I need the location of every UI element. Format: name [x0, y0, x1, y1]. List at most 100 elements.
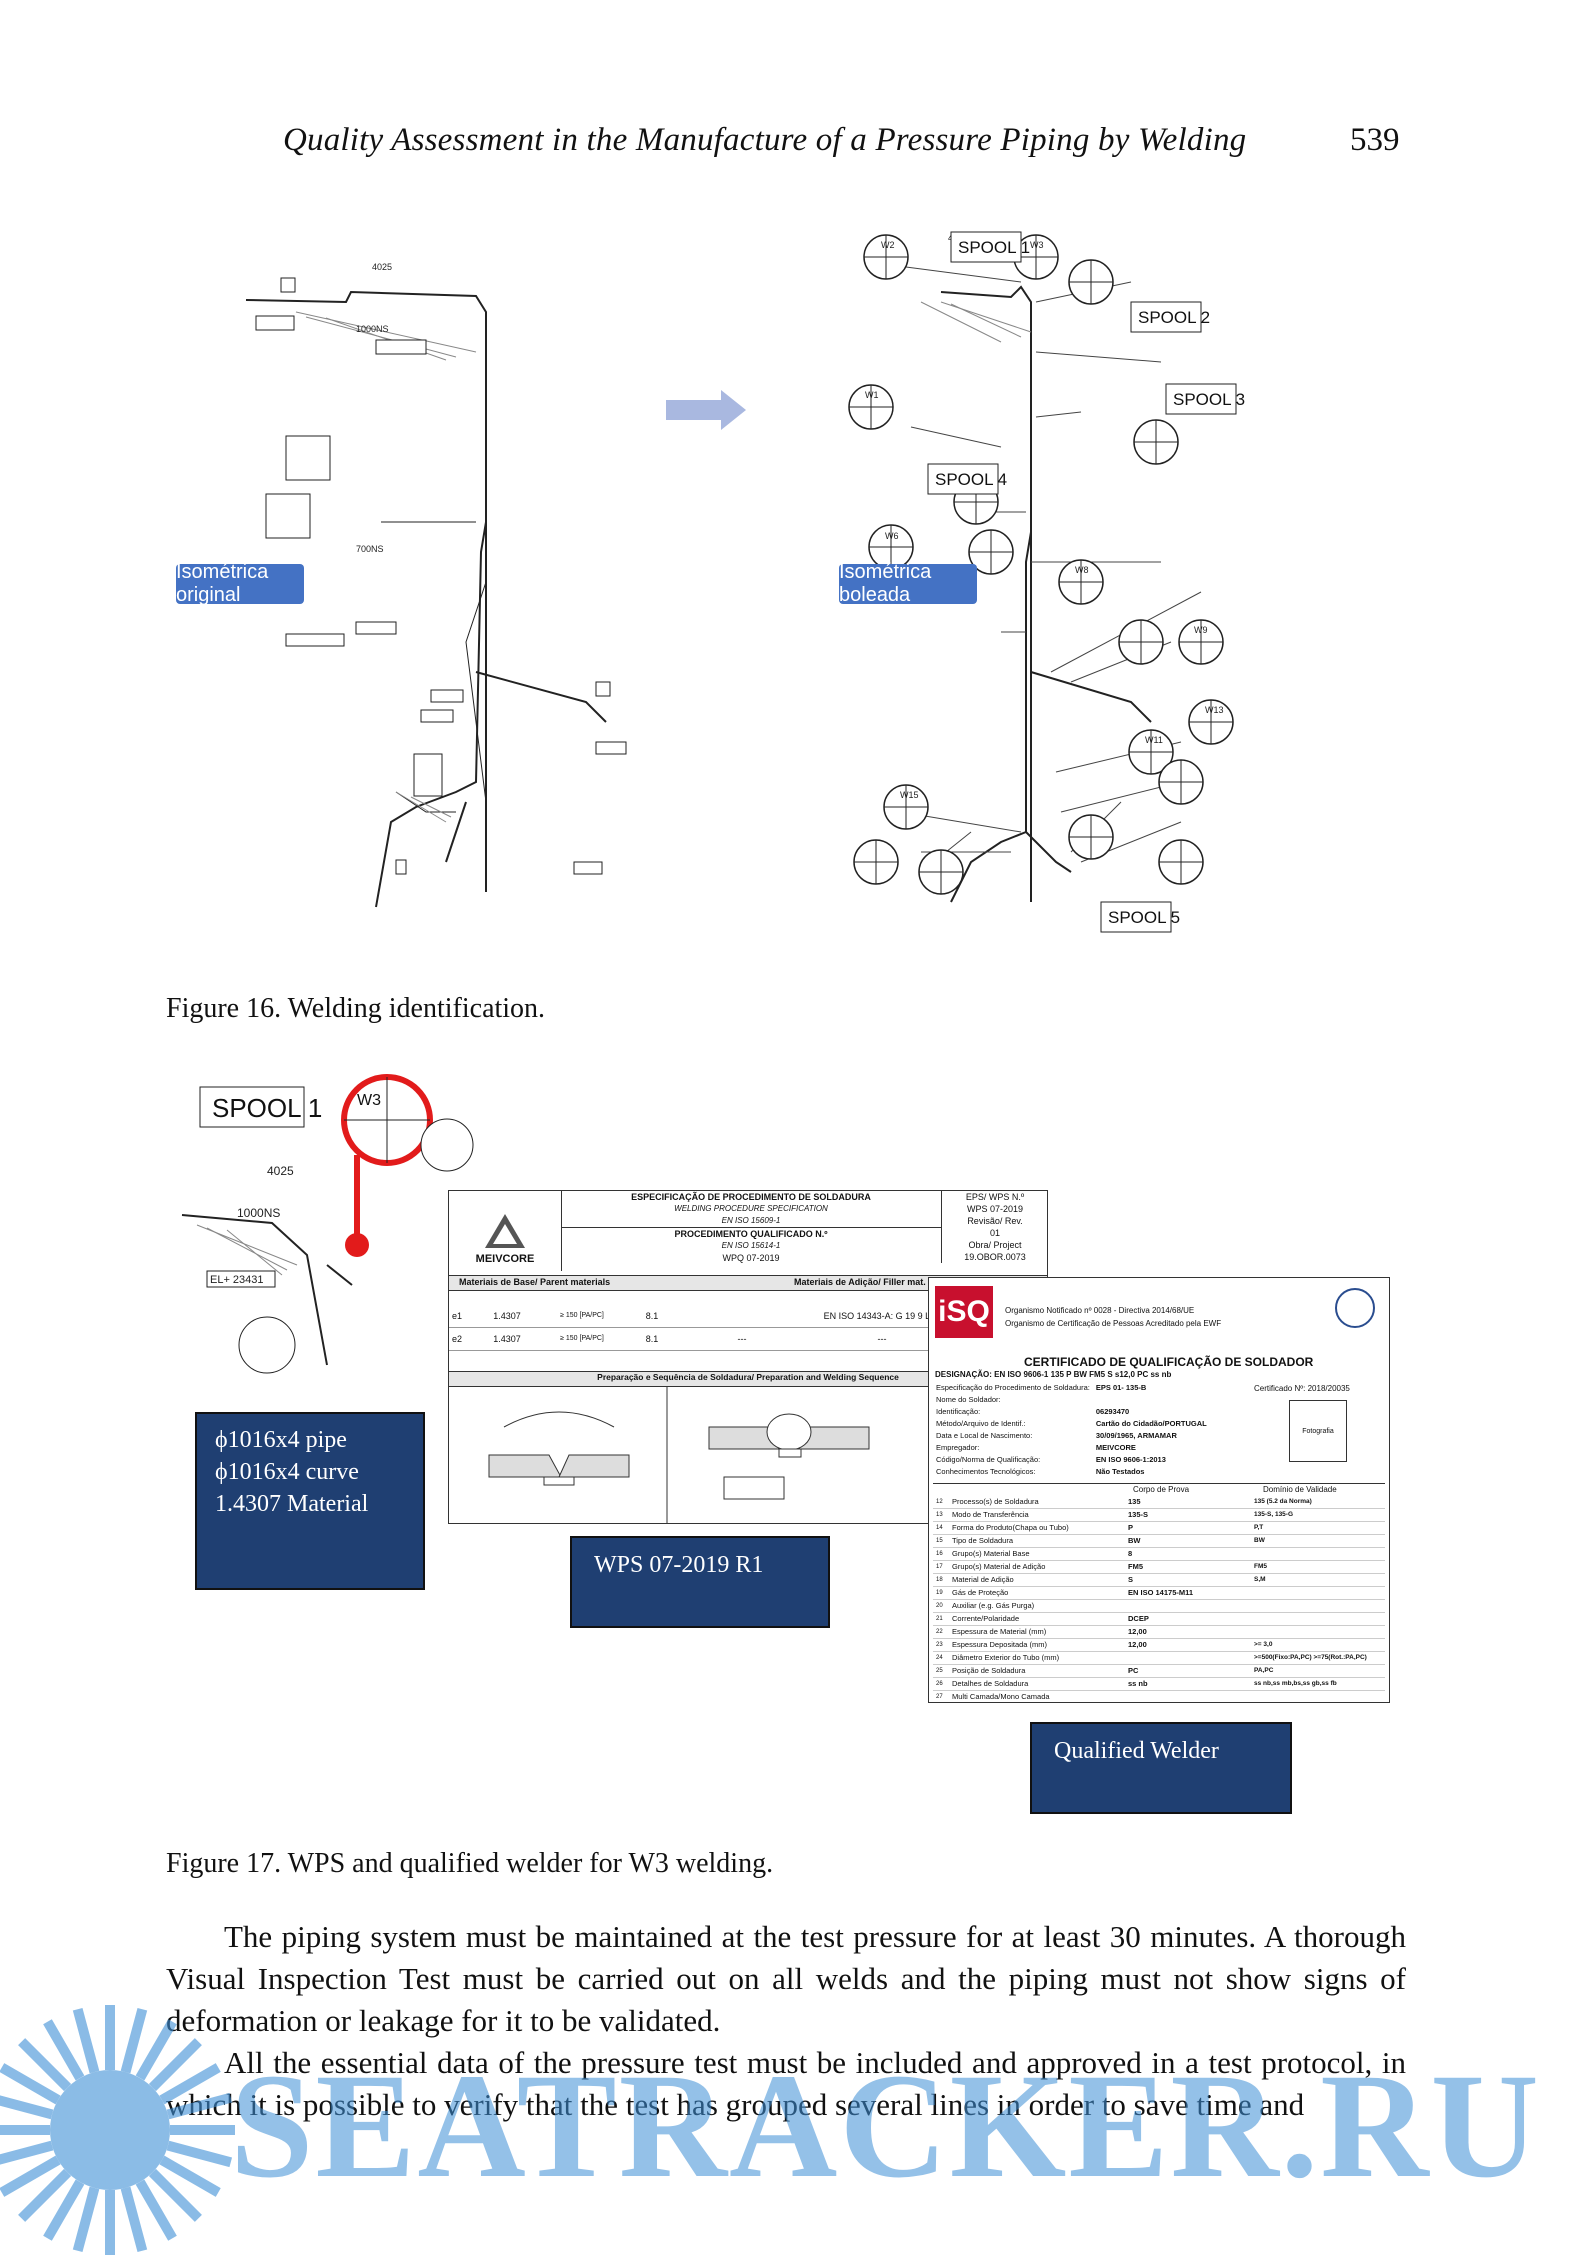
- wps-document: MEIVCORE ESPECIFICAÇÃO DE PROCEDIMENTO D…: [448, 1190, 1048, 1524]
- material-callout: ϕ1016x4 pipe ϕ1016x4 curve 1.4307 Materi…: [195, 1412, 425, 1590]
- wps-title-en: WELDING PROCEDURE SPECIFICATION: [674, 1204, 828, 1213]
- sun-ray: [159, 2155, 221, 2197]
- cert-title: CERTIFICADO DE QUALIFICAÇÃO DE SOLDADOR: [1024, 1355, 1314, 1369]
- wps-std1: EN ISO 15609-1: [721, 1216, 781, 1225]
- wps-obra-label: Obra/ Project: [968, 1240, 1022, 1250]
- wps-obra-value: 19.OBOR.0073: [964, 1252, 1026, 1262]
- paragraph-1: The piping system must be maintained at …: [166, 1919, 1406, 2038]
- page-number: 539: [1350, 122, 1400, 158]
- cert-line1: Organismo Notificado nº 0028 - Directiva…: [1005, 1306, 1195, 1315]
- sun-ray: [0, 2063, 61, 2105]
- meivcore-name: MEIVCORE: [475, 1253, 535, 1265]
- sun-ray: [120, 2186, 148, 2253]
- wps-std2: EN ISO 15614-1: [721, 1241, 781, 1250]
- weld-label-w8: W8: [1075, 565, 1089, 575]
- el-tag-detail: EL+ 23431: [210, 1274, 264, 1286]
- ewf-logo-icon: [1335, 1288, 1375, 1328]
- sun-ray: [148, 2038, 202, 2092]
- sun-ray: [135, 2019, 177, 2081]
- paragraph-2: All the essential data of the pressure t…: [166, 2045, 1406, 2122]
- tag-1000ns-left: 1000NS: [356, 324, 389, 334]
- cert-identity-table: Especificação do Procedimento de Soldadu…: [936, 1383, 1207, 1476]
- wps-row-e1: e1 1.4307 ≥ 150 [PA/PC] 8.1 EN ISO 14343…: [449, 1305, 1047, 1328]
- weld-label-w1: W1: [865, 390, 879, 400]
- sun-ray: [159, 2063, 221, 2105]
- spool-2-label: SPOOL 2: [1138, 308, 1210, 327]
- body-text: The piping system must be maintained at …: [166, 1916, 1406, 2126]
- weld-label-w15: W15: [900, 790, 919, 800]
- sun-ray: [120, 2007, 148, 2074]
- isometric-boleada-drawing: W2 W3 W1 W6 W8 W9 W13 W11 W15 4025 SPOOL…: [848, 231, 1245, 933]
- w3-detail-label: W3: [357, 1092, 381, 1109]
- sun-ray: [148, 2168, 202, 2222]
- running-title: Quality Assessment in the Manufacture of…: [283, 122, 1247, 158]
- sun-ray: [43, 2179, 85, 2241]
- spool-4-label: SPOOL 4: [935, 470, 1007, 489]
- sun-ray: [0, 2140, 54, 2165]
- sun-ray: [166, 2092, 233, 2120]
- wps-title-pt: ESPECIFICAÇÃO DE PROCEDIMENTO DE SOLDADU…: [631, 1192, 871, 1202]
- isometric-original-drawing: 4025 1000NS 700NS: [245, 262, 627, 908]
- spool-5-label: SPOOL 5: [1108, 908, 1180, 927]
- wps-row-e2: e2 1.4307 ≥ 150 [PA/PC] 8.1 --- ---: [449, 1328, 1047, 1351]
- wps-base-mat: Materiais de Base/ Parent materials: [459, 1277, 611, 1287]
- figure-16: 4025 1000NS 700NS Isométrica original: [166, 222, 1391, 952]
- spool-3-label: SPOOL 3: [1173, 390, 1245, 409]
- arrow-right-icon: [666, 390, 746, 430]
- cert-photo: Fotografia: [1289, 1400, 1347, 1462]
- sun-ray: [135, 2179, 177, 2241]
- spool-1-detail-drawing: SPOOL 1 W3 4025 1000NS EL+ 23431: [181, 1074, 474, 1374]
- cert-designacao: DESIGNAÇÃO: EN ISO 9606-1 135 P BW FM5 S…: [935, 1370, 1172, 1379]
- wps-filler-mat: Materiais de Adição/ Filler mat.: [794, 1277, 926, 1287]
- weld-label-w6: W6: [885, 531, 899, 541]
- weld-label-w11: W11: [1145, 735, 1163, 745]
- cert-col-dominio: Domínio de Validade: [1263, 1485, 1337, 1494]
- wps-joint-sketch: [488, 1387, 870, 1523]
- cert-line2: Organismo de Certificação de Pessoas Acr…: [1005, 1319, 1222, 1328]
- w3-weld-point: [345, 1233, 369, 1257]
- cert-number: Certificado Nº: 2018/20035: [1254, 1384, 1350, 1393]
- weld-label-w2: W2: [881, 240, 895, 250]
- sun-ray: [166, 2140, 233, 2168]
- sun-ray: [0, 2155, 61, 2197]
- figure-17-caption: Figure 17. WPS and qualified welder for …: [166, 1848, 774, 1879]
- isq-logo: iSQ: [935, 1286, 993, 1338]
- isometric-original-label: Isométrica original: [176, 561, 304, 606]
- material-curve: ϕ1016x4 curve: [215, 1459, 359, 1485]
- sun-ray: [43, 2019, 85, 2081]
- weld-label-w13: W13: [1205, 705, 1224, 715]
- weld-label-w9: W9: [1194, 625, 1208, 635]
- spool-1-detail-label: SPOOL 1: [212, 1093, 322, 1123]
- material-grade: 1.4307 Material: [215, 1491, 369, 1517]
- watermark-text: SEATRACKER.RU: [230, 2043, 1541, 2209]
- wps-wpq: WPQ 07-2019: [722, 1253, 780, 1263]
- qualified-welder-callout: Qualified Welder: [1030, 1722, 1292, 1814]
- weld-label-w3: W3: [1030, 240, 1044, 250]
- isometric-boleada-label: Isométrica boleada: [839, 561, 977, 606]
- tag-700ns-left: 700NS: [356, 544, 384, 554]
- wps-rev-label: Revisão/ Rev.: [967, 1216, 1023, 1226]
- spool-1-label: SPOOL 1: [958, 238, 1030, 257]
- sun-ray: [0, 2095, 54, 2120]
- wps-rev-value: 01: [989, 1228, 1000, 1238]
- tag-1000ns-detail: 1000NS: [237, 1206, 280, 1220]
- wps-eps-label: EPS/ WPS N.º: [965, 1192, 1025, 1202]
- sun-ray: [72, 2007, 100, 2074]
